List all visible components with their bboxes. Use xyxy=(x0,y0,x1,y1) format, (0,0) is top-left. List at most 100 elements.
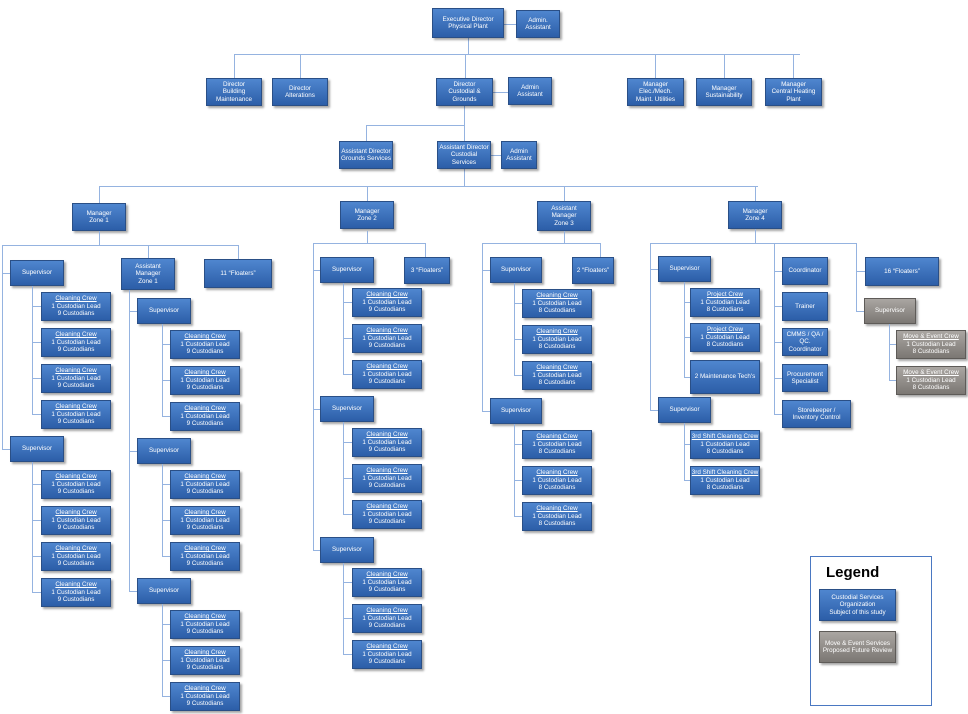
crew-lead: 1 Custodian Lead xyxy=(532,440,582,448)
org-node-z4-coord: Coordinator xyxy=(782,257,828,285)
connector-line xyxy=(493,92,508,93)
org-node-z1-sup2: Supervisor xyxy=(10,436,64,462)
org-node-z2-sup2: Supervisor xyxy=(320,396,374,422)
org-node-dir-cg: Director Custodial & Grounds xyxy=(436,78,493,106)
org-node-z4-fl: 16 “Floaters” xyxy=(865,257,939,286)
connector-line xyxy=(468,38,469,54)
crew-lead: 1 Custodian Lead xyxy=(532,299,582,307)
crew-title: Move & Event Crew xyxy=(903,333,959,341)
connector-line xyxy=(774,378,782,379)
connector-line xyxy=(32,592,41,593)
crew-count: 8 Custodians xyxy=(706,448,744,456)
crew-title: Cleaning Crew xyxy=(536,469,578,477)
connector-line xyxy=(684,377,690,378)
connector-line xyxy=(482,243,483,411)
connector-line xyxy=(148,245,149,258)
connector-line xyxy=(313,409,320,410)
org-node-exec: Executive Director Physical Plant xyxy=(432,8,504,38)
connector-line xyxy=(32,520,41,521)
crew-title: Cleaning Crew xyxy=(184,685,226,693)
org-node-dir-bm: Director Building Maintenance xyxy=(206,78,262,106)
org-node-z3-fl: 2 “Floaters” xyxy=(572,257,614,284)
connector-line xyxy=(129,451,137,452)
crew-title: Cleaning Crew xyxy=(55,403,97,411)
crew-lead: 1 Custodian Lead xyxy=(700,476,750,484)
connector-line xyxy=(343,582,352,583)
crew-count: 8 Custodians xyxy=(538,520,576,528)
crew-title: Cleaning Crew xyxy=(184,405,226,413)
org-node-z2-sup1: Supervisor xyxy=(320,257,374,283)
crew-lead: 1 Custodian Lead xyxy=(180,692,230,700)
connector-line xyxy=(856,311,864,312)
crew-lead: 1 Custodian Lead xyxy=(532,512,582,520)
crew-title: Cleaning Crew xyxy=(366,607,408,615)
crew-title: Cleaning Crew xyxy=(184,509,226,517)
connector-line xyxy=(774,271,782,272)
connector-line xyxy=(162,660,170,661)
crew-title: Move & Event Crew xyxy=(903,369,959,377)
connector-line xyxy=(889,324,890,380)
org-node-ad-cust: Assistant Director Custodial Services xyxy=(437,141,491,169)
crew-title: Cleaning Crew xyxy=(55,581,97,589)
connector-line xyxy=(889,344,896,345)
connector-line xyxy=(99,231,100,245)
connector-line xyxy=(32,342,41,343)
crew-count: 8 Custodians xyxy=(912,384,950,392)
connector-line xyxy=(514,516,522,517)
crew-title: Cleaning Crew xyxy=(366,431,408,439)
crew-lead: 1 Custodian Lead xyxy=(180,656,230,664)
connector-line xyxy=(162,464,163,556)
connector-line xyxy=(650,243,856,244)
connector-line xyxy=(343,338,352,339)
connector-line xyxy=(464,169,465,186)
crew-title: Cleaning Crew xyxy=(536,364,578,372)
crew-count: 9 Custodians xyxy=(368,622,406,630)
legend: Legend Custodial Services Organization S… xyxy=(810,556,932,706)
crew-count: 9 Custodians xyxy=(186,348,224,356)
connector-line xyxy=(162,556,170,557)
connector-line xyxy=(482,243,600,244)
crew-count: 9 Custodians xyxy=(368,586,406,594)
crew-count: 9 Custodians xyxy=(186,524,224,532)
crew-lead: 1 Custodian Lead xyxy=(700,298,750,306)
crew-title: Cleaning Crew xyxy=(366,467,408,475)
crew-count: 8 Custodians xyxy=(912,348,950,356)
connector-line xyxy=(514,303,522,304)
crew-lead: 1 Custodian Lead xyxy=(180,340,230,348)
connector-line xyxy=(564,231,565,243)
crew-count: 9 Custodians xyxy=(57,418,95,426)
org-node-z1-sup4: Supervisor xyxy=(137,438,191,464)
connector-line xyxy=(162,380,170,381)
crew-title: 3rd Shift Cleaning Crew xyxy=(691,433,759,441)
crew-title: Cleaning Crew xyxy=(184,545,226,553)
org-node-mgr-chp: Manager Central Heating Plant xyxy=(765,78,822,106)
crew-count: 9 Custodians xyxy=(368,342,406,350)
crew-count: 9 Custodians xyxy=(368,378,406,386)
org-node-z3-sup2: Supervisor xyxy=(490,398,542,424)
crew-lead: 1 Custodian Lead xyxy=(51,410,101,418)
crew-count: 8 Custodians xyxy=(538,307,576,315)
org-node-z2: Manager Zone 2 xyxy=(340,201,394,229)
org-node-mgr-sus: Manager Sustainability xyxy=(696,78,752,106)
connector-line xyxy=(856,243,857,311)
org-node-dir-alt: Director Alterations xyxy=(272,78,328,106)
connector-line xyxy=(774,414,782,415)
crew-title: Cleaning Crew xyxy=(184,613,226,621)
crew-count: 9 Custodians xyxy=(368,518,406,526)
crew-count: 8 Custodians xyxy=(706,484,744,492)
connector-line xyxy=(2,245,238,246)
crew-count: 9 Custodians xyxy=(57,488,95,496)
crew-lead: 1 Custodian Lead xyxy=(700,440,750,448)
connector-line xyxy=(343,422,344,514)
crew-lead: 1 Custodian Lead xyxy=(362,474,412,482)
connector-line xyxy=(129,591,137,592)
